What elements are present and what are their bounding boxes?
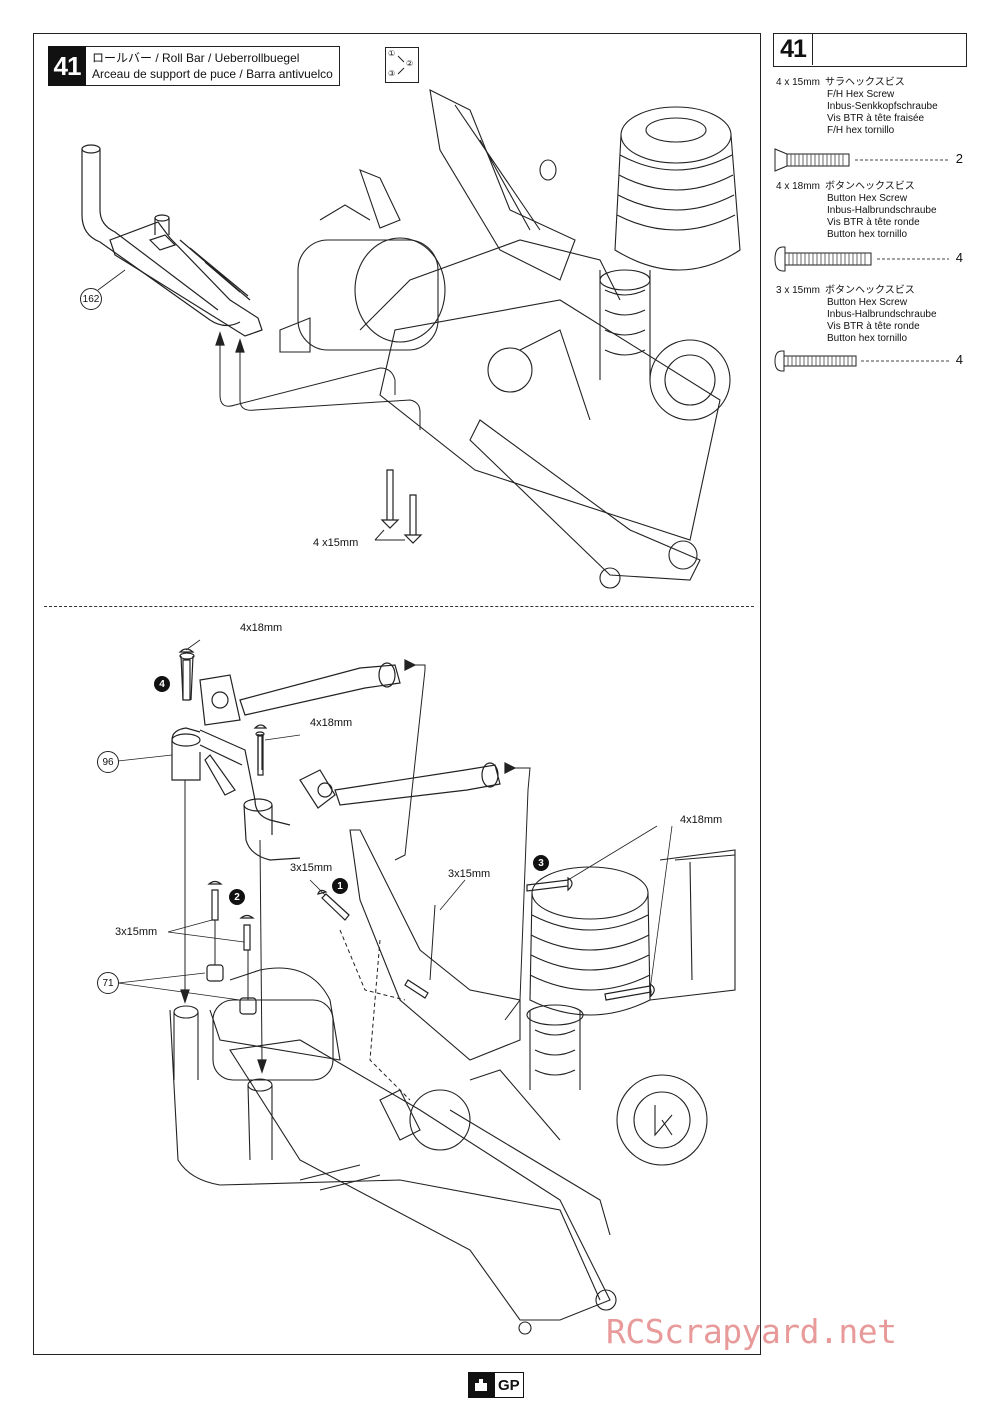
- parts-list-step-number: 41: [774, 34, 813, 65]
- step-title: ロールバー / Roll Bar / Ueberrollbuegel Arcea…: [86, 46, 340, 86]
- screw-names: サラヘックスビス F/H Hex Screw Inbus-Senkkopfsch…: [825, 77, 938, 136]
- part-number-71: 71: [97, 972, 119, 994]
- step-bullet-1: 1: [332, 878, 348, 894]
- instruction-panel: [33, 33, 761, 1355]
- button-screw-small-icon: [774, 350, 949, 372]
- screw-quantity: 2: [955, 151, 963, 166]
- screw-label-4x18-a: 4x18mm: [240, 622, 283, 634]
- part-number-96: 96: [97, 751, 119, 773]
- part-number-162: 162: [80, 288, 102, 310]
- screw-label-4x18-c: 4x18mm: [680, 814, 723, 826]
- car-chassis-top: [279, 89, 741, 589]
- sequence-icon: ① ② ③: [385, 47, 419, 83]
- step-bullet-4: 4: [154, 676, 170, 692]
- footer-gp-label: GP: [494, 1372, 524, 1398]
- roll-bar-assembly-bottom: [171, 652, 501, 861]
- step-title-line2: Arceau de support de puce / Barra antivu…: [92, 67, 333, 81]
- screw-quantity: 4: [955, 352, 963, 367]
- screw-size: 4 x 18mm: [776, 181, 820, 192]
- screw-label-3x15-b: 3x15mm: [448, 868, 491, 880]
- car-chassis-bottom: [169, 829, 736, 1335]
- parts-list-panel: 41 4 x 15mm サラヘックスビス F/H Hex Screw Inbus…: [773, 33, 967, 389]
- parts-list-header: 41: [773, 33, 967, 67]
- screw-names: ボタンヘックスビス Button Hex Screw Inbus-Halbrun…: [825, 181, 937, 240]
- engine-icon: [468, 1372, 494, 1398]
- footer-category: GP: [468, 1372, 524, 1398]
- screw-entry-fh-4x15: 4 x 15mm サラヘックスビス F/H Hex Screw Inbus-Se…: [773, 77, 967, 181]
- screw-label-4x15: 4 x15mm: [313, 537, 359, 549]
- step-number: 41: [48, 46, 86, 86]
- section-divider: [44, 606, 754, 607]
- screw-names: ボタンヘックスビス Button Hex Screw Inbus-Halbrun…: [825, 285, 937, 344]
- roll-bar-part-drawing: [81, 144, 263, 337]
- screw-label-3x15-c: 3x15mm: [115, 926, 158, 938]
- button-screw-icon: [774, 246, 949, 272]
- screw-size: 3 x 15mm: [776, 285, 820, 296]
- step-bullet-3: 3: [533, 855, 549, 871]
- screw-label-4x18-b: 4x18mm: [310, 717, 353, 729]
- fh-screw-icon: [774, 148, 949, 172]
- watermark: RCScrapyard.net: [606, 1312, 897, 1351]
- screw-entry-button-3x15: 3 x 15mm ボタンヘックスビス Button Hex Screw Inbu…: [773, 285, 967, 389]
- step-header: 41 ロールバー / Roll Bar / Ueberrollbuegel Ar…: [48, 46, 340, 86]
- screw-label-3x15-a: 3x15mm: [290, 862, 333, 874]
- screw-entry-button-4x18: 4 x 18mm ボタンヘックスビス Button Hex Screw Inbu…: [773, 181, 967, 285]
- screw-size: 4 x 15mm: [776, 77, 820, 88]
- step-title-line1: ロールバー / Roll Bar / Ueberrollbuegel: [92, 51, 300, 65]
- screw-quantity: 4: [955, 250, 963, 265]
- step-bullet-2: 2: [229, 889, 245, 905]
